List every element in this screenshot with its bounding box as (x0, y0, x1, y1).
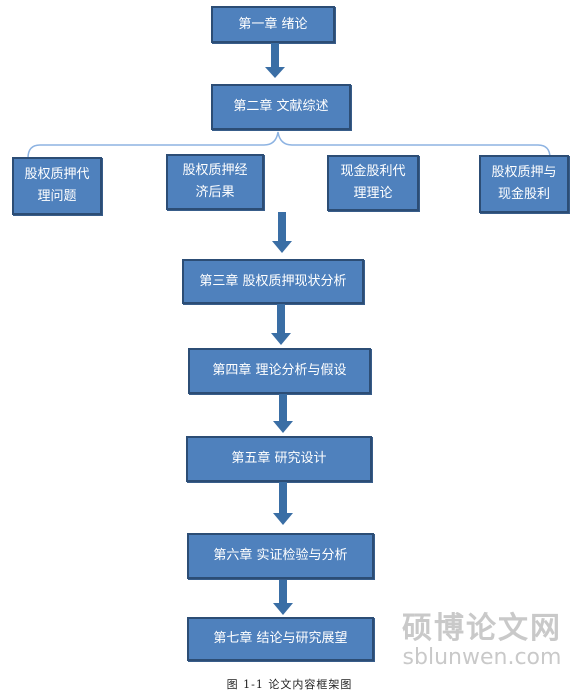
node-chapter-1: 第一章 绪论 (211, 6, 335, 43)
node-lit-consequence-line1: 股权质押经 (182, 163, 248, 178)
node-chapter-6-label: 第六章 实证检验与分析 (213, 548, 348, 563)
arrow-ch5-ch6 (273, 482, 293, 525)
node-chapter-2: 第二章 文献综述 (211, 84, 351, 130)
node-lit-dividend-agency: 现金股利代 理理论 (327, 155, 419, 211)
arrow-ch4-ch5 (273, 394, 293, 433)
node-lit-pledge-dividend-line1: 股权质押与 (491, 165, 557, 180)
node-chapter-4-label: 第四章 理论分析与假设 (212, 363, 347, 378)
node-lit-dividend-agency-line1: 现金股利代 (340, 164, 406, 179)
bracket-connector (27, 131, 551, 159)
node-lit-pledge-dividend: 股权质押与 现金股利 (479, 155, 569, 213)
node-chapter-5-label: 第五章 研究设计 (231, 451, 327, 466)
node-chapter-1-label: 第一章 绪论 (238, 16, 308, 32)
node-chapter-7: 第七章 结论与研究展望 (187, 617, 374, 661)
arrow-ch3-ch4 (271, 304, 291, 345)
watermark: 硕博论文网 sblunwen.com (392, 612, 572, 670)
node-lit-agency-line2: 理问题 (37, 189, 77, 204)
node-chapter-2-label: 第二章 文献综述 (233, 99, 329, 114)
node-lit-consequence-line2: 济后果 (195, 185, 235, 200)
node-chapter-4: 第四章 理论分析与假设 (188, 348, 371, 394)
node-chapter-7-label: 第七章 结论与研究展望 (213, 631, 348, 646)
node-lit-consequence: 股权质押经 济后果 (166, 154, 264, 210)
watermark-en: sblunwen.com (402, 645, 562, 670)
watermark-cn: 硕博论文网 (402, 611, 562, 646)
node-chapter-3: 第三章 股权质押现状分析 (182, 259, 364, 304)
node-lit-agency: 股权质押代 理问题 (12, 157, 102, 215)
node-chapter-6: 第六章 实证检验与分析 (187, 533, 374, 579)
arrow-ch1-ch2 (265, 43, 285, 78)
arrow-ch6-ch7 (273, 580, 293, 615)
arrow-lit-ch3 (272, 212, 292, 253)
node-lit-dividend-agency-line2: 理理论 (353, 186, 393, 201)
node-chapter-3-label: 第三章 股权质押现状分析 (199, 273, 347, 289)
figure-caption: 图 1-1 论文内容框架图 (226, 678, 353, 691)
node-lit-agency-line1: 股权质押代 (24, 167, 90, 182)
node-lit-pledge-dividend-line2: 现金股利 (497, 187, 550, 202)
node-chapter-5: 第五章 研究设计 (186, 436, 372, 482)
